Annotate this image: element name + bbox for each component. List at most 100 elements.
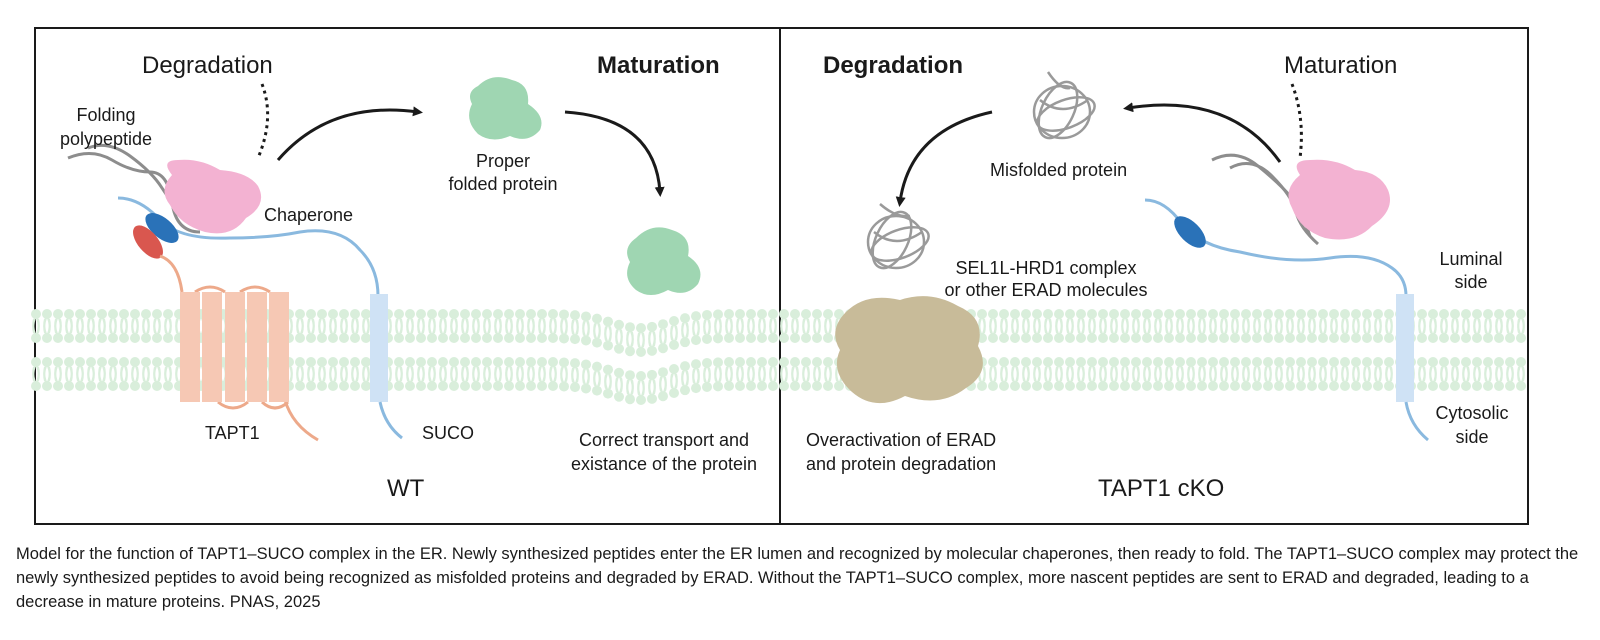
lipid-tail — [538, 365, 546, 382]
lipid-head — [130, 333, 140, 343]
lipid-head — [768, 381, 778, 391]
lipid-head — [1098, 381, 1108, 391]
lipid-head — [42, 333, 52, 343]
lipid-head — [1384, 333, 1394, 343]
lipid-tail — [637, 379, 645, 396]
lipid-head — [1065, 381, 1075, 391]
lipid-head — [702, 309, 712, 320]
lipid-tail — [1308, 365, 1316, 382]
lipid-head — [680, 361, 690, 372]
lipid-tail — [32, 365, 40, 382]
lipid-head — [1153, 357, 1163, 367]
lipid-head — [141, 333, 151, 343]
lipid-tail — [1088, 317, 1096, 334]
lipid-head — [141, 309, 151, 319]
lipid-head — [86, 357, 96, 367]
lipid-head — [1472, 381, 1482, 391]
lipid-head — [416, 309, 426, 319]
lipid-head — [537, 381, 547, 391]
lipid-tail — [164, 365, 172, 382]
lipid-head — [1351, 333, 1361, 343]
lipid-head — [1065, 309, 1075, 319]
lipid-head — [64, 309, 74, 319]
lipid-head — [1109, 309, 1119, 319]
lipid-head — [1208, 333, 1218, 343]
lipid-tail — [626, 330, 634, 347]
lipid-tail — [989, 317, 997, 334]
lipid-head — [988, 357, 998, 367]
lipid-head — [658, 367, 668, 378]
lipid-tail — [802, 317, 810, 334]
lipid-head — [801, 381, 811, 391]
lipid-tail — [43, 365, 51, 382]
left-maturation-label: Maturation — [597, 52, 720, 79]
lipid-head — [1450, 333, 1460, 343]
lipid-head — [1516, 357, 1526, 367]
lipid-tail — [362, 365, 370, 382]
right-condition-label: TAPT1 cKO — [1098, 475, 1225, 502]
lipid-head — [1505, 357, 1515, 367]
lipid-tail — [1044, 365, 1052, 382]
lipid-tail — [1033, 365, 1041, 382]
folding-label-line1: Folding — [76, 105, 136, 125]
lipid-head — [746, 333, 756, 343]
lipid-head — [482, 381, 492, 391]
lipid-head — [636, 322, 646, 333]
lipid-tail — [450, 317, 458, 334]
lipid-head — [515, 333, 525, 343]
lipid-tail — [395, 317, 403, 334]
lipid-tail — [1462, 365, 1470, 382]
lipid-head — [1241, 357, 1251, 367]
lipid-head — [163, 381, 173, 391]
lipid-head — [581, 383, 591, 394]
lipid-head — [1340, 309, 1350, 319]
lipid-head — [1131, 357, 1141, 367]
lipid-head — [636, 394, 646, 405]
lipid-tail — [582, 320, 590, 336]
lipid-head — [1516, 381, 1526, 391]
lipid-tail — [769, 317, 777, 334]
lipid-tail — [1495, 365, 1503, 382]
lipid-head — [1131, 333, 1141, 343]
lipid-tail — [406, 365, 414, 382]
lipid-head — [548, 357, 558, 367]
lipid-tail — [703, 366, 711, 383]
lipid-tail — [549, 365, 557, 382]
lipid-head — [526, 309, 536, 319]
lipid-head — [647, 321, 657, 332]
lipid-tail — [505, 365, 513, 382]
lipid-tail — [1429, 365, 1437, 382]
lipid-head — [1219, 309, 1229, 319]
lipid-head — [1197, 357, 1207, 367]
misfolded-label: Misfolded protein — [990, 160, 1128, 180]
lipid-head — [427, 333, 437, 343]
lipid-head — [53, 333, 63, 343]
lipid-tail — [747, 317, 755, 334]
folding-label-line2: polypeptide — [59, 129, 153, 149]
lipid-head — [625, 322, 635, 333]
lipid-head — [1417, 309, 1427, 319]
suco-label: SUCO — [422, 423, 475, 443]
lipid-head — [1384, 381, 1394, 391]
lipid-tail — [461, 365, 469, 382]
lipid-tail — [1297, 365, 1305, 382]
lipid-tail — [1429, 317, 1437, 334]
lipid-head — [1087, 357, 1097, 367]
lipid-head — [1307, 333, 1317, 343]
lipid-head — [1417, 333, 1427, 343]
lipid-tail — [824, 365, 832, 382]
lipid-tail — [1275, 365, 1283, 382]
lipid-head — [1252, 309, 1262, 319]
lipid-tail — [1209, 317, 1217, 334]
lipid-head — [1274, 333, 1284, 343]
lipid-tail — [307, 317, 315, 334]
lipid-tail — [1385, 365, 1393, 382]
lipid-head — [1230, 381, 1240, 391]
lipid-tail — [1341, 317, 1349, 334]
tapt1-n-tail — [159, 254, 184, 293]
tapt1-label: TAPT1 — [205, 423, 260, 443]
lipid-tail — [483, 365, 491, 382]
lipid-head — [97, 381, 107, 391]
lipid-tail — [659, 375, 667, 392]
lipid-head — [1461, 309, 1471, 319]
